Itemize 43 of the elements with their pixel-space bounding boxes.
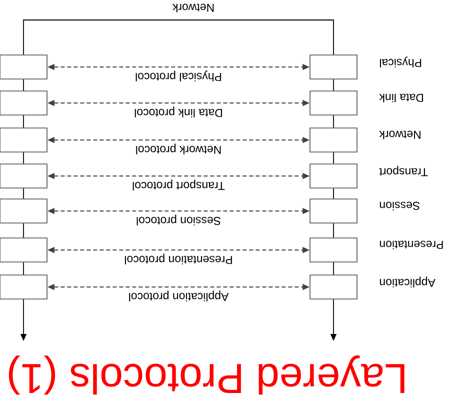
layer-box — [0, 54, 48, 80]
layer-box — [0, 274, 48, 300]
layer-box — [0, 128, 48, 152]
stack-line — [23, 78, 24, 92]
layer-box — [310, 90, 358, 116]
stack-line — [23, 262, 24, 276]
layer-box — [310, 128, 358, 152]
layer-name: Physical — [380, 56, 422, 68]
network-line — [23, 20, 334, 56]
layer-box — [0, 198, 48, 224]
stack-line — [333, 262, 334, 276]
stack-line — [333, 188, 334, 200]
layer-box — [310, 164, 358, 188]
layer-box — [310, 198, 358, 224]
layer-name: Data link — [379, 94, 423, 102]
edge-label: Network — [171, 2, 216, 14]
edge-label: Session protocol — [135, 214, 222, 226]
layer-name: Network — [379, 130, 420, 140]
edge-label: Data link protocol — [133, 106, 224, 118]
layer-name: Application — [380, 276, 436, 288]
layer-name: Presentation — [380, 240, 443, 250]
stack-line — [333, 114, 334, 128]
layer-box — [310, 274, 358, 300]
title: Layered Protocols (1) — [8, 355, 404, 395]
layer-name: Session — [380, 202, 420, 210]
layer-name: Transport — [379, 166, 428, 176]
layer-box — [0, 90, 48, 116]
layer-box — [310, 238, 358, 262]
stack-line — [23, 114, 24, 128]
edge-label: Application protocol — [127, 290, 230, 302]
layer-box — [0, 164, 48, 188]
stack-line — [333, 78, 334, 92]
layer-box — [310, 54, 358, 80]
edge-label: Network protocol — [134, 142, 223, 156]
stack-line — [23, 222, 24, 238]
edge-label: Transport protocol — [131, 178, 226, 192]
stack-line — [333, 152, 334, 164]
stack-line — [23, 152, 24, 164]
stack-line — [23, 188, 24, 200]
edge-label: Physical protocol — [134, 70, 223, 82]
edge-label: Presentation protocol — [123, 252, 234, 266]
stack-line — [333, 222, 334, 238]
layer-box — [0, 238, 48, 262]
